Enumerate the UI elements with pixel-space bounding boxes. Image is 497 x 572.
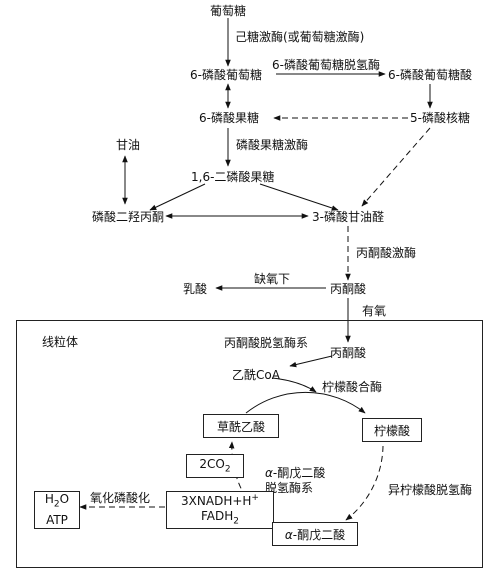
node-fbp: 1,6-二磷酸果糖 (191, 170, 275, 184)
node-pyruvate: 丙酮酸 (330, 282, 367, 296)
node-nadh-fadh2: 3XNADH+H+ FADH2 (166, 491, 274, 529)
label-oxphos: 氧化磷酸化 (90, 491, 151, 505)
label-pfk: 磷酸果糖激酶 (236, 138, 309, 152)
tca-arc-citrate-akg (345, 445, 384, 521)
node-h2o-atp: H2O ATP (34, 491, 80, 529)
oxaloacetate-text: 草酰乙酸 (216, 419, 265, 434)
arrow-acetyl-citrate-arc (271, 377, 317, 393)
label-citrate-synthase: 柠檬酸合酶 (322, 380, 383, 394)
label-hypoxia: 缺氧下 (254, 272, 291, 286)
node-g6p: 6-磷酸葡萄糖 (190, 68, 262, 82)
label-aerobic: 有氧 (362, 304, 387, 318)
arrow-pyruvate-acetyl (289, 355, 333, 368)
node-glucose: 葡萄糖 (210, 4, 247, 18)
co2-text: 2CO2 (199, 457, 231, 475)
node-co2: 2CO2 (186, 454, 244, 478)
node-citrate: 柠檬酸 (362, 418, 422, 442)
node-glycerol: 甘油 (116, 138, 141, 152)
label-pyruvate-kinase: 丙酮酸激酶 (356, 246, 417, 260)
tca-arc-oxaloacetate-citrate (245, 391, 366, 414)
node-dhap: 磷酸二羟丙酮 (92, 210, 165, 224)
arrow-fbp-dhap (149, 183, 206, 211)
node-g3p: 3-磷酸甘油醛 (312, 210, 384, 224)
h2o-text: H2O (44, 492, 70, 510)
node-pyruvate-mito: 丙酮酸 (330, 346, 367, 360)
arrow-ribose-g3p (361, 127, 431, 207)
label-mitochondria: 线粒体 (42, 335, 79, 349)
node-oxaloacetate: 草酰乙酸 (203, 414, 279, 438)
label-hexokinase: 己糖激酶(或葡萄糖激酶) (235, 30, 365, 44)
node-f6p: 6-磷酸果糖 (199, 111, 259, 125)
atp-text: ATP (46, 512, 68, 527)
nadh-text: 3XNADH+H+ (181, 492, 259, 508)
node-lactate: 乳酸 (183, 282, 208, 296)
label-g6pdh: 6-磷酸葡萄糖脱氢酶 (272, 58, 380, 72)
node-ribose-5p: 5-磷酸核糖 (410, 111, 470, 125)
label-idh: 异柠檬酸脱氢酶 (388, 483, 473, 497)
node-alpha-ketoglutarate: α-酮戊二酸 (272, 522, 358, 546)
citrate-text: 柠檬酸 (373, 423, 410, 438)
node-6-phosphogluconate: 6-磷酸葡萄糖酸 (388, 68, 472, 82)
label-pdh: 丙酮酸脱氢酶系 (224, 336, 309, 350)
akg-text: α-酮戊二酸 (284, 527, 346, 542)
mitochondria-frame (16, 320, 483, 568)
node-acetyl-coa: 乙酰CoA (232, 368, 280, 382)
fadh2-text: FADH2 (200, 508, 239, 527)
arrow-fbp-g3p (259, 183, 339, 211)
tca-arc-akg-oxaloacetate (228, 441, 266, 521)
label-akgdh: α-酮戊二酸 脱氢酶系 (265, 466, 326, 495)
